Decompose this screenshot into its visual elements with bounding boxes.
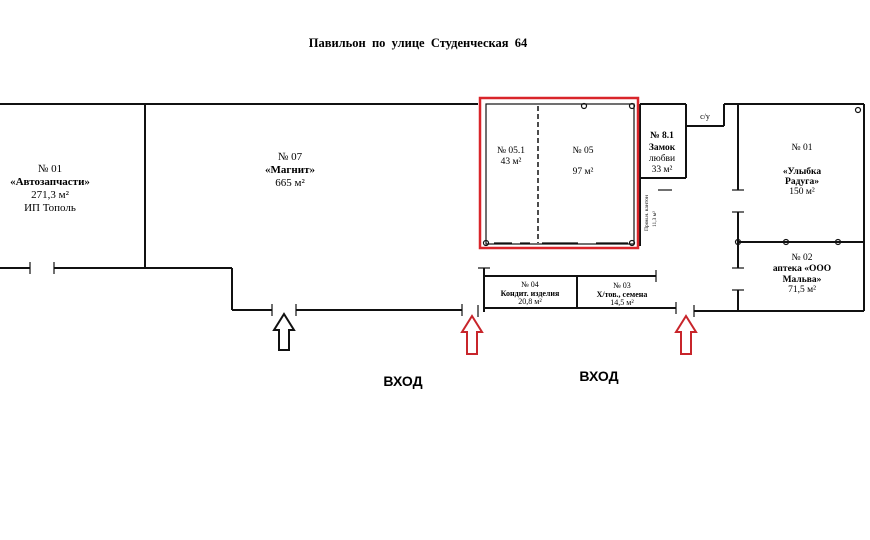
room-03-household: № 03 Х/тов., семена 14,5 м² (597, 281, 648, 307)
room-number: № 05.1 (497, 146, 525, 156)
room-number: № 01 (792, 143, 813, 153)
room-area: 43 м² (501, 157, 522, 167)
highlight-frame (478, 96, 640, 250)
room-number: № 8.1 (650, 131, 674, 141)
outer-walls (0, 103, 865, 316)
room-05-1: № 05.1 43 м² (497, 146, 525, 167)
room-number: № 02 (792, 253, 813, 263)
room-05: № 05 97 м² (573, 146, 594, 177)
service-room: Пром.н. кантон 11,3 м² (644, 195, 658, 231)
room-8-1: № 8.1 Замок любви 33 м² (649, 131, 676, 175)
restroom: с/у (700, 112, 710, 121)
room-01-autoparts: № 01 «Автозапчасти» 271,3 м² ИП Тополь (10, 163, 90, 214)
entrance-label: ВХОД (383, 373, 422, 389)
room-name: любви (649, 153, 675, 164)
room-name: Радуга» (785, 177, 819, 187)
entrance-arrow-black-icon (272, 312, 296, 351)
room-number: № 05 (573, 146, 594, 156)
room-area: 71,5 м² (788, 285, 816, 295)
room-04-confectionery: № 04 Кондит. изделия 20,8 м² (501, 280, 560, 306)
room-area: 150 м² (789, 187, 815, 197)
room-01-ulybka-raduga: № 01 «Улыбка Радуга» 150 м² (783, 143, 821, 197)
highlighted-units (478, 96, 640, 250)
service-area: 11,3 м² (652, 211, 658, 227)
room-name: Кондит. изделия (501, 289, 560, 298)
entrance-arrow-red-icon (674, 314, 698, 355)
room-area: 14,5 м² (610, 298, 634, 307)
room-area: 665 м² (275, 177, 305, 189)
room-area: 20,8 м² (518, 297, 542, 306)
room-number: № 03 (613, 281, 631, 290)
room-name: «Магнит» (265, 164, 315, 176)
room-name: Х/тов., семена (597, 290, 648, 299)
room-number: № 04 (521, 280, 539, 289)
room-name: Замок (649, 143, 676, 153)
room-name: Мальва» (783, 275, 822, 285)
entrance-arrow-red-icon (460, 314, 484, 355)
restroom-label: с/у (700, 112, 710, 121)
room-name: «Улыбка (783, 166, 821, 177)
entrance-label: ВХОД (579, 368, 618, 384)
room-name: «Автозапчасти» (10, 176, 90, 188)
room-02-pharmacy: № 02 аптека «ООО Мальва» 71,5 м² (773, 253, 831, 295)
room-07-magnit: № 07 «Магнит» 665 м² (265, 151, 315, 189)
room-number: № 01 (38, 163, 62, 175)
room-area: 33 м² (652, 165, 673, 175)
internal-walls (144, 104, 864, 317)
room-number: № 07 (278, 151, 303, 163)
room-area: 97 м² (573, 167, 594, 177)
page-title: Павильон по улице Студенческая 64 (309, 36, 528, 50)
room-owner: ИП Тополь (24, 202, 76, 214)
room-area: 271,3 м² (31, 189, 69, 201)
room-name: аптека «ООО (773, 264, 831, 274)
service-label: Пром.н. кантон (644, 195, 650, 231)
